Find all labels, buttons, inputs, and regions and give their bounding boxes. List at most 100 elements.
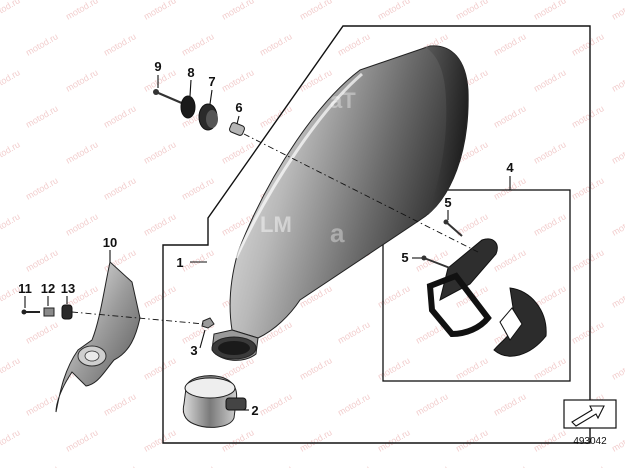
watermark-text: motod.ru — [454, 0, 490, 22]
bolt-part-9 — [153, 89, 185, 106]
watermark-text: motod.ru — [142, 211, 178, 237]
grommet-part-13 — [61, 304, 73, 320]
watermark-text: motod.ru — [0, 0, 22, 22]
watermark-text: motod.ru — [142, 139, 178, 165]
watermark-text: motod.ru — [376, 427, 412, 453]
callout-9: 9 — [154, 59, 161, 74]
watermark-text: motod.ru — [180, 175, 216, 201]
watermark-text: motod.ru — [102, 103, 138, 129]
watermark-text: motod.ru — [610, 283, 625, 309]
callout-13: 13 — [61, 281, 75, 296]
callout-1: 1 — [176, 255, 183, 270]
watermark-text: motod.ru — [414, 463, 450, 468]
watermark-text: motod.ru — [102, 175, 138, 201]
leader-lines — [24, 75, 511, 411]
watermark-text: motod.ru — [102, 31, 138, 57]
watermark-text: motod.ru — [220, 0, 256, 22]
watermark-text: motod.ru — [24, 31, 60, 57]
watermark-text: motod.ru — [532, 139, 568, 165]
watermark-text: motod.ru — [64, 427, 100, 453]
washer-part-12 — [43, 307, 55, 317]
assembly-frame-outline — [162, 25, 591, 444]
watermark-text: motod.ru — [142, 355, 178, 381]
callout-12: 12 — [41, 281, 55, 296]
watermark-text: motod.ru — [570, 247, 606, 273]
callout-4: 4 — [506, 160, 514, 175]
callout-8: 8 — [187, 65, 194, 80]
watermark-text: motod.ru — [142, 0, 178, 22]
watermark-text: motod.ru — [102, 391, 138, 417]
watermark-text: motod.ru — [258, 463, 294, 468]
watermark-text: motod.ru — [336, 391, 372, 417]
watermark-text: motod.ru — [532, 67, 568, 93]
nut-part-3 — [201, 317, 215, 329]
watermark-text: motod.ru — [610, 211, 625, 237]
watermark-text: motod.ru — [492, 31, 528, 57]
watermark-text: motod.ru — [0, 355, 22, 381]
watermark-text: motod.ru — [180, 463, 216, 468]
muffler-part-1: aT LM a — [211, 45, 469, 361]
watermark-text: motod.ru — [376, 0, 412, 22]
watermark-text: motod.ru — [180, 31, 216, 57]
callout-10: 10 — [103, 235, 117, 250]
watermark-text: motod.ru — [298, 0, 334, 22]
watermark-text: motod.ru — [454, 355, 490, 381]
callout-11: 11 — [18, 281, 32, 296]
watermark-text: motod.ru — [142, 427, 178, 453]
watermark-text: motod.ru — [492, 103, 528, 129]
watermark-text: motod.ru — [0, 211, 22, 237]
callout-6: 6 — [235, 100, 242, 115]
watermark-text: motod.ru — [298, 427, 334, 453]
watermark-text: motod.ru — [610, 427, 625, 453]
watermark-text: motod.ru — [570, 463, 606, 468]
callout-3: 3 — [190, 343, 197, 358]
screw-part-11 — [21, 309, 40, 315]
svg-text:aT: aT — [330, 88, 356, 113]
assembly-axis-upper — [243, 133, 479, 253]
watermark-text: motod.ru — [376, 283, 412, 309]
watermark-text: motod.ru — [610, 139, 625, 165]
svg-text:a: a — [330, 218, 345, 248]
sleeve-part-6 — [229, 122, 245, 136]
watermark-text: motod.ru — [492, 463, 528, 468]
watermark-text: motod.ru — [570, 103, 606, 129]
watermark-text: motod.ru — [258, 103, 294, 129]
watermark-text: motod.ru — [454, 427, 490, 453]
watermark-text: motod.ru — [180, 247, 216, 273]
watermark-text: motod.ru — [220, 427, 256, 453]
watermark-text: motod.ru — [64, 67, 100, 93]
watermark-text: motod.ru — [570, 31, 606, 57]
assembly-axis-lower — [71, 311, 205, 325]
watermark-text: motod.ru — [492, 391, 528, 417]
watermark-text: motod.ru — [298, 67, 334, 93]
watermark-text: motod.ru — [532, 427, 568, 453]
diagram-reference-number: 493042 — [573, 436, 607, 447]
watermark-text: motod.ru — [102, 463, 138, 468]
watermark-text: motod.ru — [0, 67, 22, 93]
watermark-text: motod.ru — [24, 319, 60, 345]
reference-box: 493042 — [563, 399, 617, 447]
bracket-part-4 — [426, 238, 547, 357]
watermark-text: motod.ru — [610, 355, 625, 381]
watermark-text: motod.ru — [24, 391, 60, 417]
callout-5-lower: 5 — [401, 250, 408, 265]
watermark-text: motod.ru — [336, 31, 372, 57]
screw-part-5-upper — [443, 219, 463, 237]
watermark-text: motod.ru — [298, 355, 334, 381]
watermark-text: motod.ru — [64, 211, 100, 237]
callout-7: 7 — [208, 74, 215, 89]
watermark-text: motod.ru — [610, 67, 625, 93]
watermark-text: motod.ru — [0, 427, 22, 453]
watermark-text: motod.ru — [142, 283, 178, 309]
watermark-text: motod.ru — [336, 463, 372, 468]
svg-text:LM: LM — [260, 212, 292, 237]
watermark-text: motod.ru — [24, 103, 60, 129]
watermark-text: motod.ru — [414, 391, 450, 417]
watermark-text: motod.ru — [376, 355, 412, 381]
rubber-mount-part-7 — [198, 103, 218, 131]
watermark-text: motod.ru — [64, 139, 100, 165]
watermark-text: motod.ru — [220, 139, 256, 165]
heat-shield-part-10 — [55, 261, 141, 413]
watermark-text: motod.ru — [532, 211, 568, 237]
watermark-text: motod.ru — [336, 319, 372, 345]
